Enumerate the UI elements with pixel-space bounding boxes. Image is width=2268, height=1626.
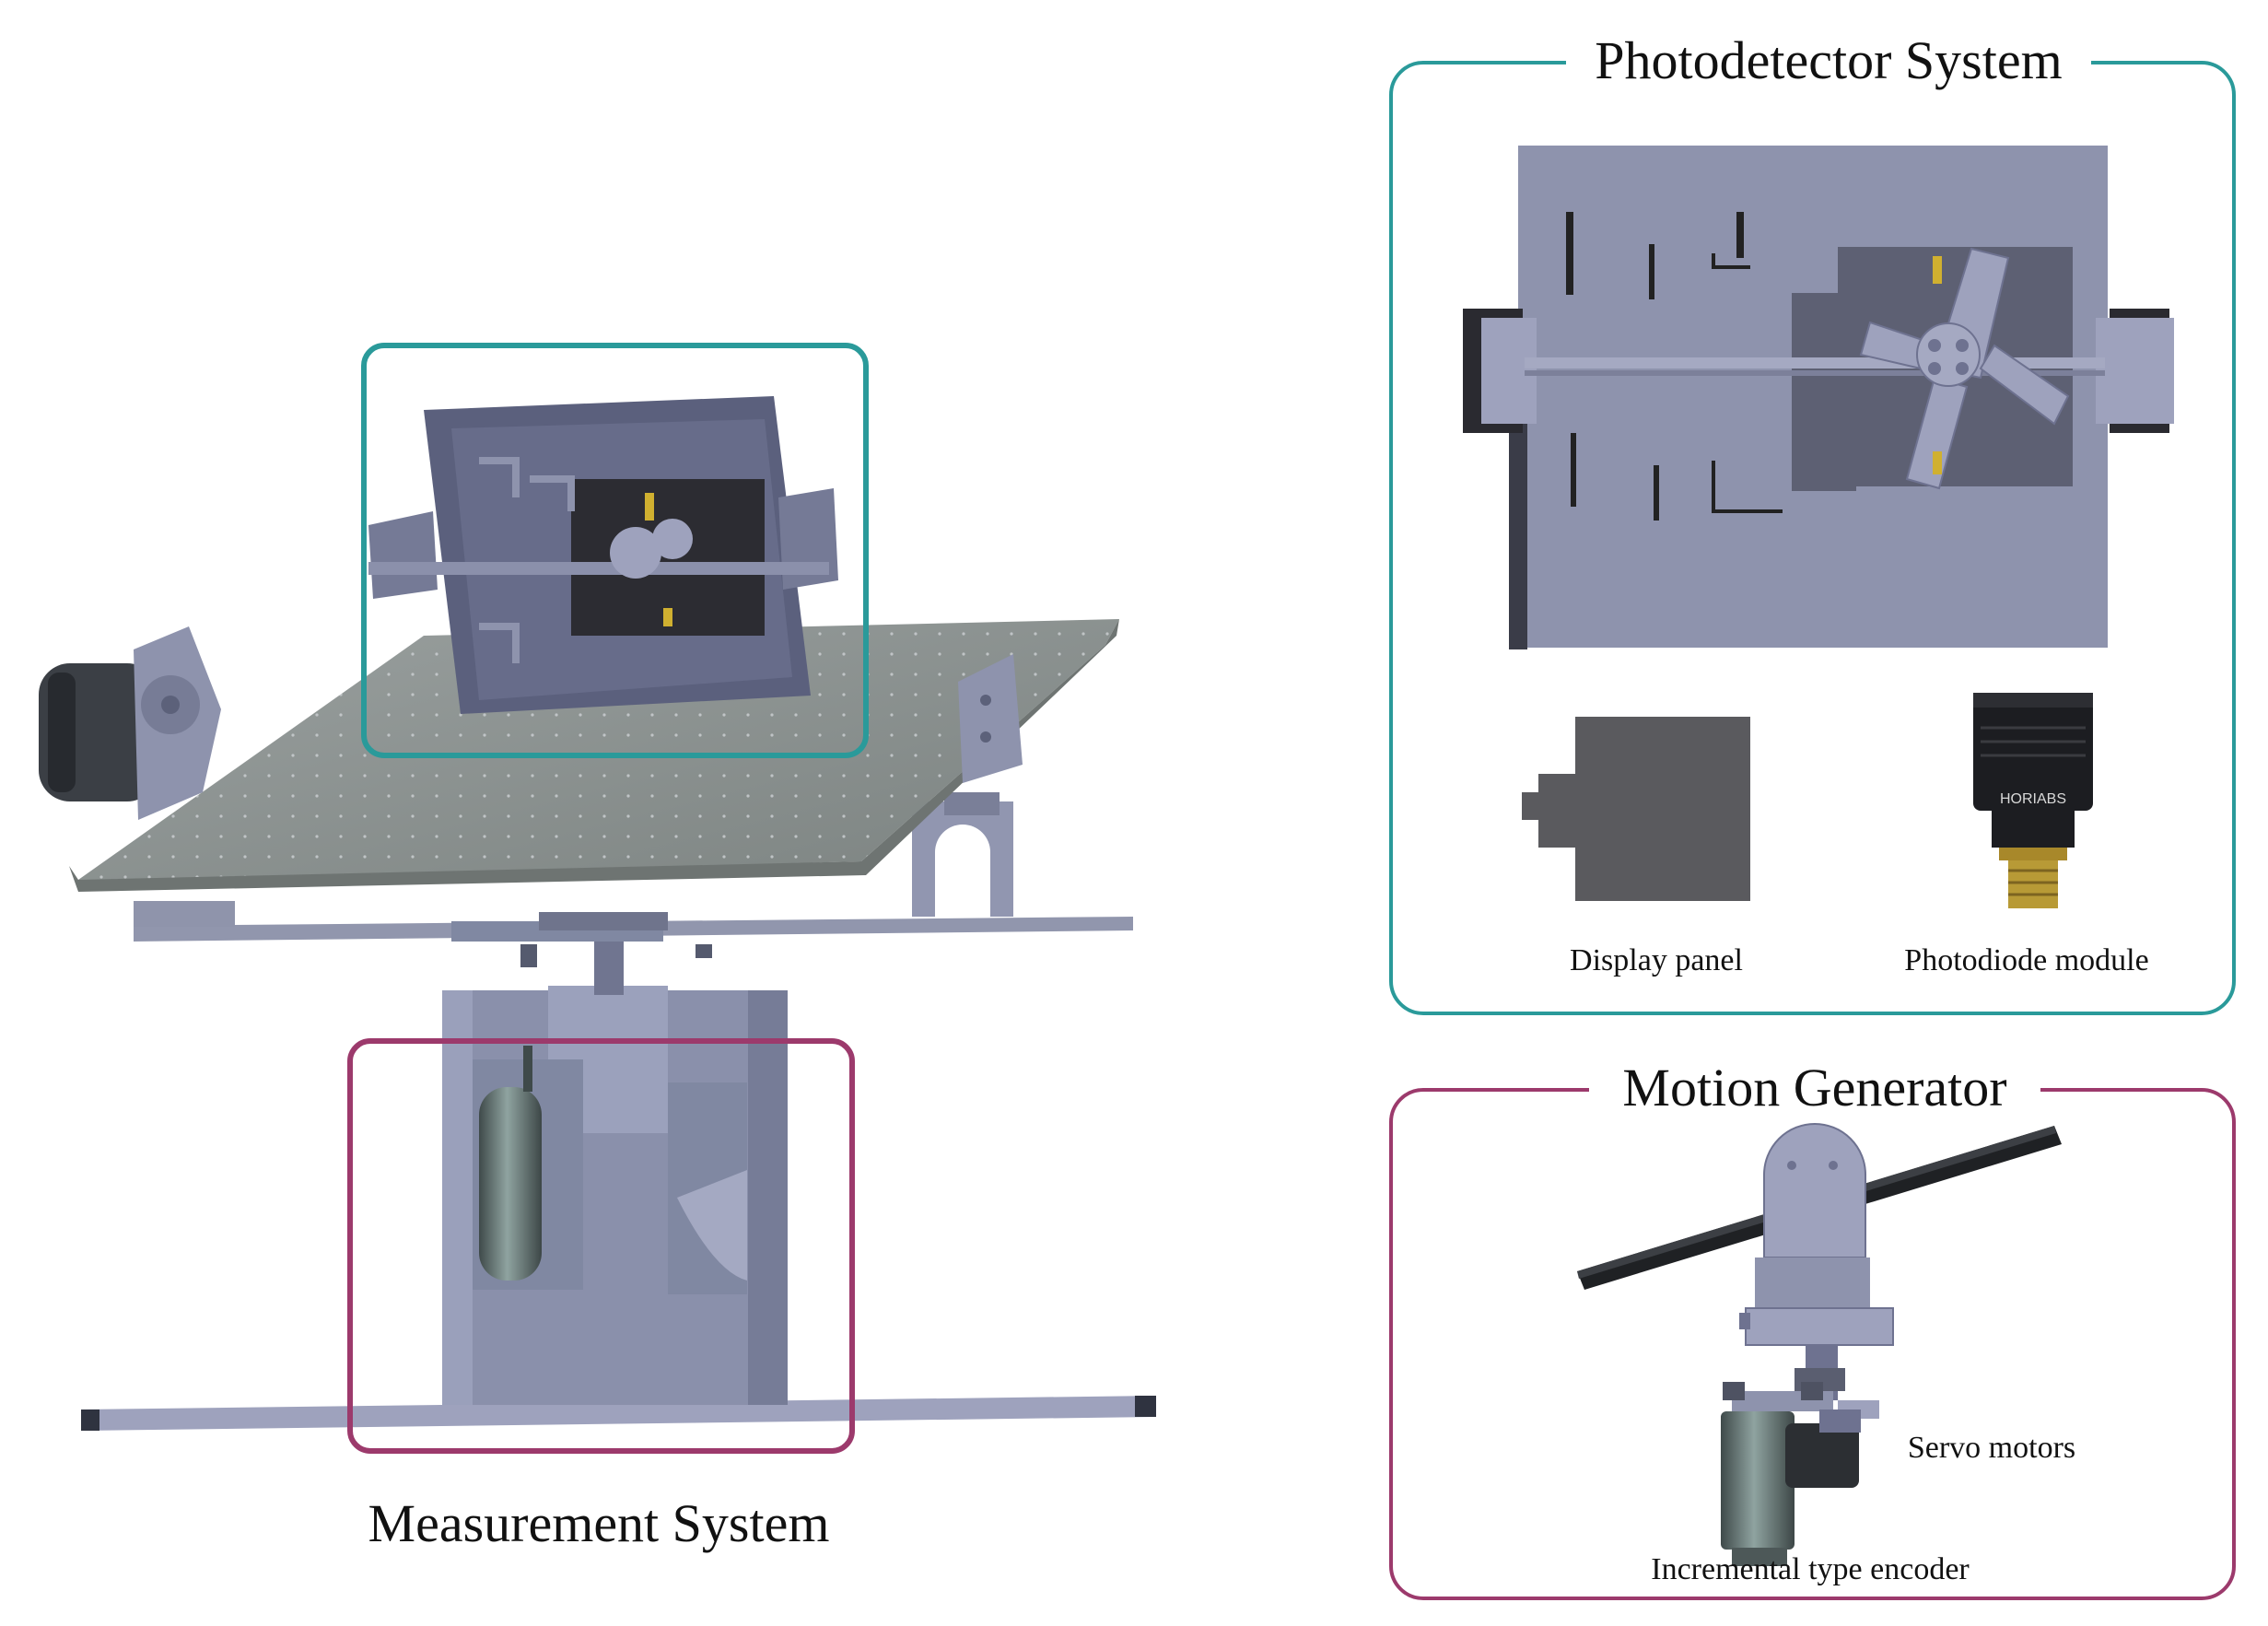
motion-generator-model xyxy=(1577,1123,2062,1566)
left-bracket xyxy=(134,626,221,820)
right-bracket xyxy=(958,654,1023,783)
motion-highlight-box xyxy=(347,1038,855,1454)
photodetector-assembly-3d xyxy=(368,396,838,714)
display-panel-label: Display panel xyxy=(1570,943,1743,977)
photodiode-module-shape: HORIABS xyxy=(1973,693,2093,908)
servo-motors-label: Servo motors xyxy=(1908,1431,2075,1465)
encoder-label: Incremental type encoder xyxy=(1651,1552,1970,1586)
detector-top-view xyxy=(1463,146,2174,649)
encoder-cylinder xyxy=(39,663,158,801)
saddle-clamp xyxy=(912,792,1013,917)
servo-motor-cylinder xyxy=(479,1046,542,1281)
photodetector-panel: Photodetector System xyxy=(1389,30,2236,1015)
photodetector-title: Photodetector System xyxy=(1595,30,2062,90)
photodiode-brand: HORIABS xyxy=(2000,791,2066,807)
display-panel-shape xyxy=(1522,717,1750,901)
measurement-system-caption: Measurement System xyxy=(368,1493,830,1553)
photodiode-module-label: Photodiode module xyxy=(1904,943,2148,977)
motion-generator-title: Motion Generator xyxy=(1622,1058,2006,1117)
measurement-assembly xyxy=(39,343,1156,1454)
photodetector-highlight-box xyxy=(361,343,869,758)
rotary-arm xyxy=(1859,247,2070,490)
optical-breadboard xyxy=(69,619,1119,892)
motion-generator-panel: Motion Generator Servo motors Incrementa… xyxy=(1389,1058,2236,1600)
support-plate xyxy=(134,901,1133,942)
